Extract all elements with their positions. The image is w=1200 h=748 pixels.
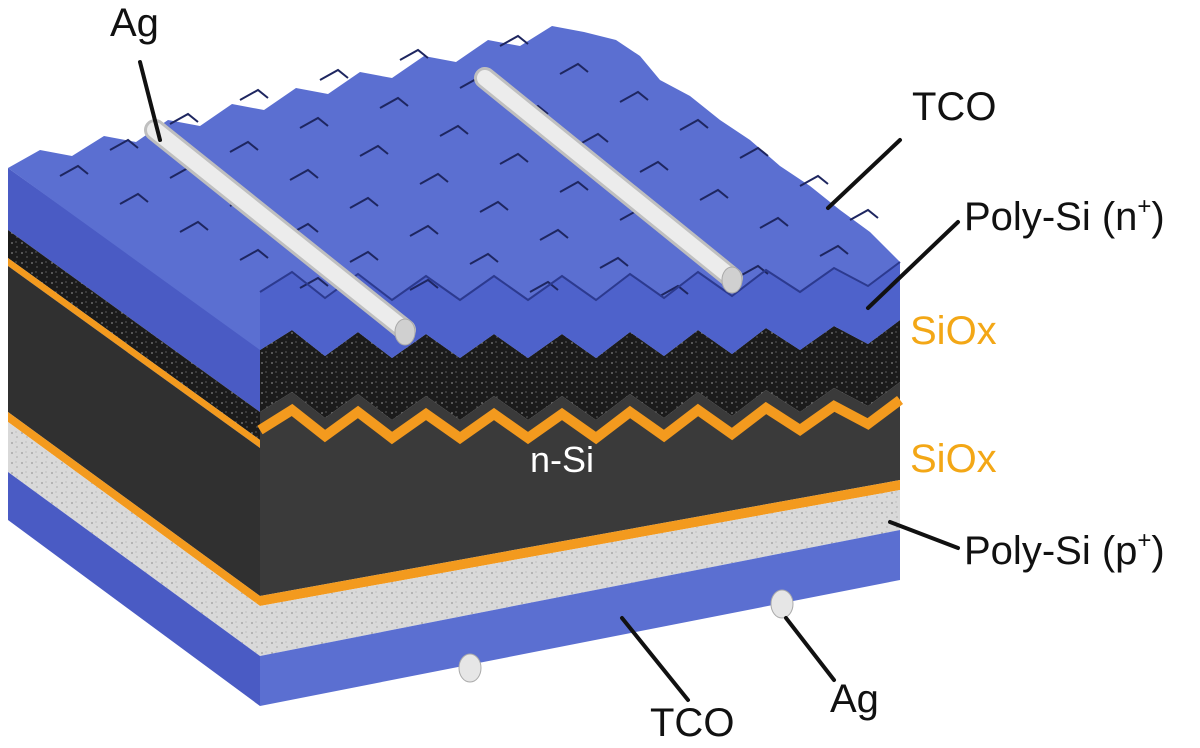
- left-siox-bottom-layer: [8, 412, 260, 606]
- front-tco-top-edge: [260, 262, 900, 358]
- left-tco-bottom-layer: [8, 472, 260, 706]
- leader-lines: [138, 60, 960, 702]
- label-ag-top: Ag: [110, 1, 159, 45]
- left-poly-p-layer: [8, 422, 260, 656]
- label-siox-top: SiOx: [910, 309, 997, 353]
- label-poly-si-n: Poly-Si (n+): [964, 193, 1165, 239]
- front-n-si-layer: [260, 382, 900, 596]
- left-poly-n-layer: [8, 230, 260, 440]
- bottom-ag-contact-left: [458, 653, 482, 683]
- label-poly-si-p-base: Poly-Si (p: [964, 529, 1137, 573]
- top-ag-fingers: [144, 67, 743, 346]
- ag-finger-right: [474, 67, 743, 294]
- left-n-si-layer: [8, 266, 260, 596]
- front-siox-top-edge: [257, 396, 903, 444]
- label-tco-bottom: TCO: [650, 701, 734, 745]
- left-siox-top-layer: [8, 258, 260, 448]
- leader-poly-p: [888, 520, 960, 550]
- label-poly-si-p-close: ): [1151, 529, 1164, 573]
- labels: Ag TCO Poly-Si (n+) SiOx n-Si SiOx Poly-…: [110, 1, 1165, 745]
- bottom-ag-contact-right: [770, 589, 794, 619]
- leader-tco-bottom: [620, 616, 690, 702]
- front-face: [257, 320, 903, 706]
- label-ag-bottom: Ag: [830, 677, 879, 721]
- label-poly-si-p: Poly-Si (p+): [964, 527, 1165, 573]
- leader-ag-top: [138, 60, 162, 142]
- label-poly-si-p-sup: +: [1137, 527, 1151, 554]
- label-n-si: n-Si: [530, 439, 594, 480]
- left-tco-top-layer: [8, 168, 260, 412]
- label-tco-top: TCO: [912, 85, 996, 129]
- top-tco-fill: [8, 26, 900, 358]
- label-poly-si-n-sup: +: [1137, 193, 1151, 220]
- label-poly-si-n-base: Poly-Si (n: [964, 195, 1137, 239]
- front-tco-bottom-layer: [260, 530, 900, 706]
- leader-ag-bottom: [784, 616, 836, 682]
- top-tco-surface: [8, 26, 901, 358]
- label-siox-bottom: SiOx: [910, 437, 997, 481]
- ag-finger-left: [144, 119, 416, 346]
- leader-tco-top: [826, 138, 902, 210]
- front-siox-bottom-layer: [260, 480, 900, 606]
- front-poly-p-layer: [260, 490, 900, 656]
- leader-poly-n: [866, 220, 960, 310]
- label-poly-si-n-close: ): [1151, 195, 1164, 239]
- bottom-ag-contacts: [458, 589, 794, 683]
- front-poly-n-layer: [260, 320, 900, 420]
- front-top-zigzag-edge: [259, 261, 901, 302]
- left-side-face: [8, 168, 260, 706]
